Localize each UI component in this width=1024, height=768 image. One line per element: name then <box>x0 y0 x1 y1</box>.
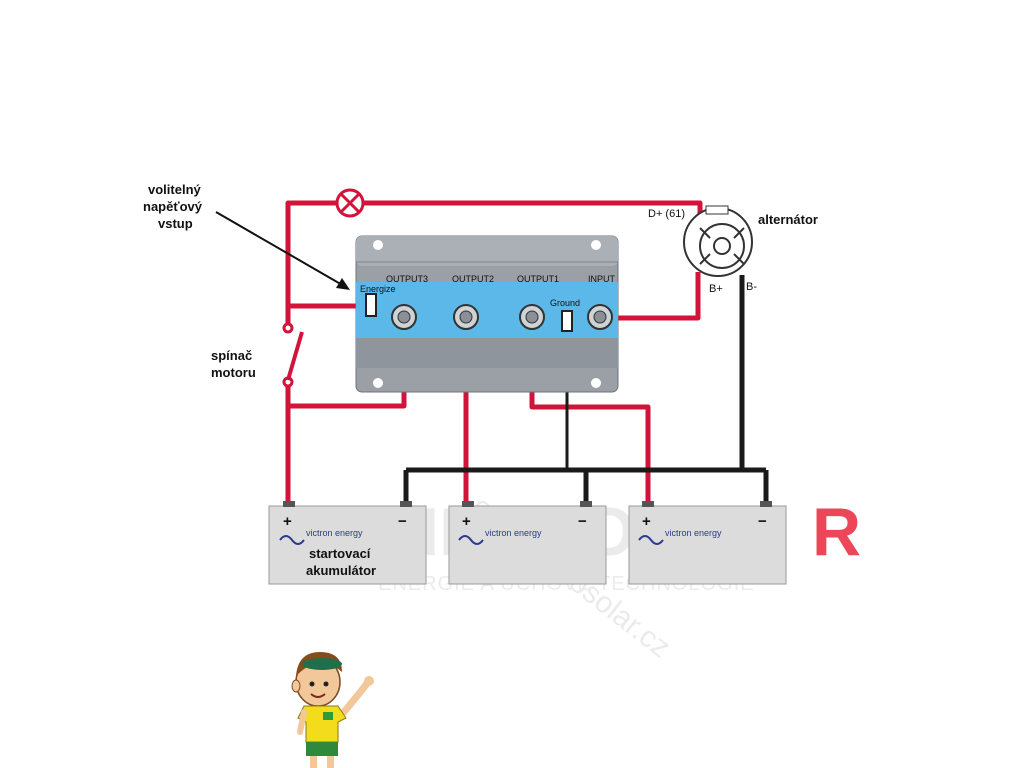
input-wire <box>600 272 701 321</box>
output1-stud <box>519 304 545 330</box>
optional-input-label-1: volitelný <box>148 182 202 197</box>
ground-wires <box>403 275 769 505</box>
battery-brand: victron energy <box>306 528 363 538</box>
starter-battery-label-1: startovací <box>309 546 371 561</box>
engine-switch-label-1: spínač <box>211 348 252 363</box>
battery-brand: victron energy <box>485 528 542 538</box>
victron-logo-icon <box>458 535 484 545</box>
engine-switch-label-2: motoru <box>211 365 256 380</box>
engine-switch-icon <box>282 322 304 388</box>
lamp-icon <box>335 188 365 218</box>
battery-plus: + <box>642 513 651 530</box>
starter-battery-label-2: akumulátor <box>306 563 376 578</box>
label-output2: OUTPUT2 <box>452 274 494 284</box>
battery-minus: − <box>398 513 407 530</box>
output3-stud <box>391 304 417 330</box>
watermark-logo-accent: R <box>812 494 861 570</box>
alternator-label: alternátor <box>758 212 818 227</box>
battery-plus: + <box>462 513 471 530</box>
label-output3: OUTPUT3 <box>386 274 428 284</box>
alternator-b-minus-label: B- <box>746 281 757 293</box>
label-ground: Ground <box>550 298 580 308</box>
mascot-boy-illustration <box>291 652 374 768</box>
battery-plus: + <box>283 513 292 530</box>
battery-brand: victron energy <box>665 528 722 538</box>
input-stud <box>587 304 613 330</box>
optional-input-label-3: vstup <box>158 216 193 231</box>
battery-service-2: + − victron energy <box>628 501 787 585</box>
victron-logo-icon <box>279 535 305 545</box>
battery-minus: − <box>578 513 587 530</box>
label-energize: Energize <box>360 284 396 294</box>
alternator-d-plus-label: D+ (61) <box>648 208 685 220</box>
energize-terminal <box>365 293 377 317</box>
alternator-b-plus-label: B+ <box>709 283 723 295</box>
battery-service-1: + − victron energy <box>448 501 607 585</box>
pointer-arrow <box>215 211 350 290</box>
ground-terminal <box>561 310 573 332</box>
label-input: INPUT <box>588 274 616 284</box>
battery-starter: + − victron energy startovací akumulátor <box>268 501 427 585</box>
alternator-icon <box>683 205 753 277</box>
victron-logo-icon <box>638 535 664 545</box>
optional-input-label-2: napěťový <box>143 199 203 214</box>
output2-stud <box>453 304 479 330</box>
battery-minus: − <box>758 513 767 530</box>
battery-isolator: OUTPUT3 OUTPUT2 OUTPUT1 INPUT Energize G… <box>355 235 619 393</box>
label-output1: OUTPUT1 <box>517 274 559 284</box>
